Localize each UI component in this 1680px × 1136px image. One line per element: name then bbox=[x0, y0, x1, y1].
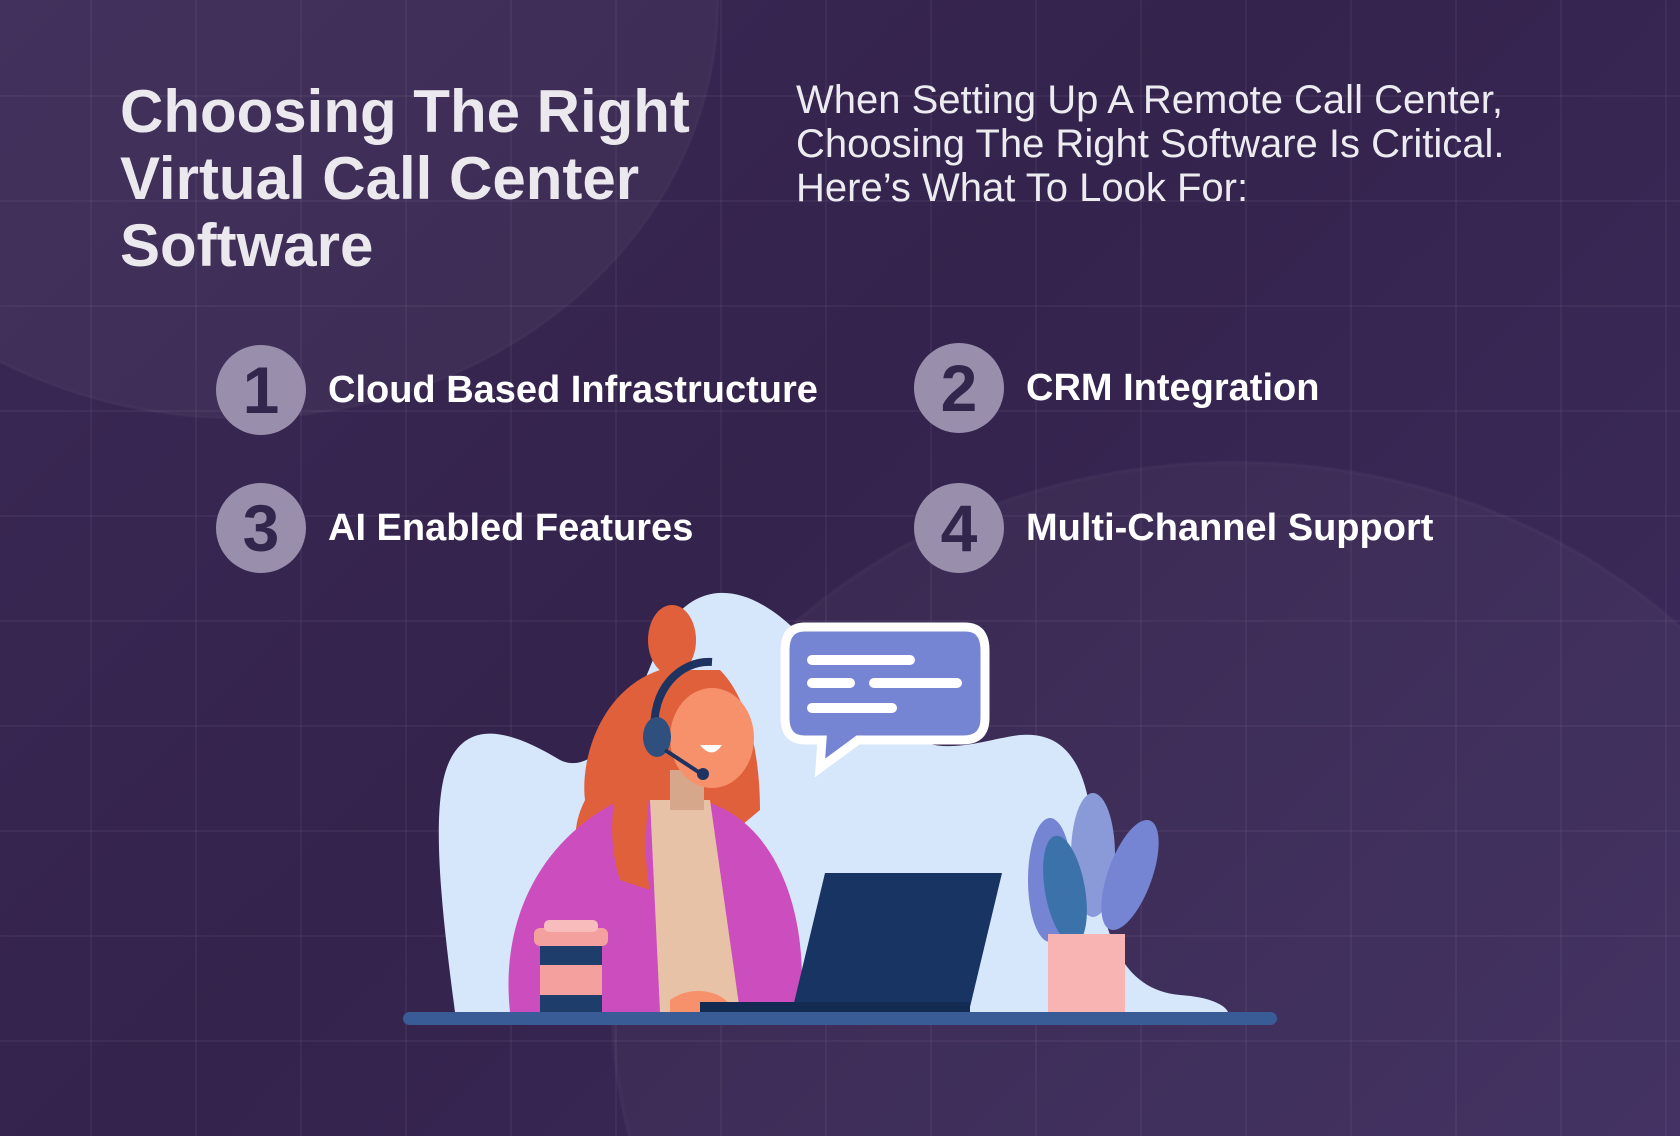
desk bbox=[403, 1012, 1277, 1025]
feature-label: Multi-Channel Support bbox=[1026, 506, 1434, 549]
speech-bubble bbox=[780, 622, 990, 778]
feature-label: CRM Integration bbox=[1026, 366, 1320, 409]
page-title: Choosing The Right Virtual Call Center S… bbox=[120, 78, 690, 279]
feature-item-4: 4 Multi-Channel Support bbox=[914, 483, 1433, 573]
feature-item-3: 3 AI Enabled Features bbox=[216, 483, 693, 573]
number-badge: 1 bbox=[216, 345, 306, 435]
feature-item-1: 1 Cloud Based Infrastructure bbox=[216, 345, 818, 435]
feature-label: AI Enabled Features bbox=[328, 506, 694, 549]
feature-item-2: 2 CRM Integration bbox=[914, 343, 1319, 433]
coffee-cup bbox=[534, 920, 608, 1012]
number-badge: 3 bbox=[216, 483, 306, 573]
laptop bbox=[700, 873, 1002, 1012]
number-badge: 4 bbox=[914, 483, 1004, 573]
feature-label: Cloud Based Infrastructure bbox=[328, 368, 818, 411]
page-subtitle: When Setting Up A Remote Call Center, Ch… bbox=[796, 78, 1505, 210]
potted-plant bbox=[1028, 793, 1159, 1012]
number-badge: 2 bbox=[914, 343, 1004, 433]
